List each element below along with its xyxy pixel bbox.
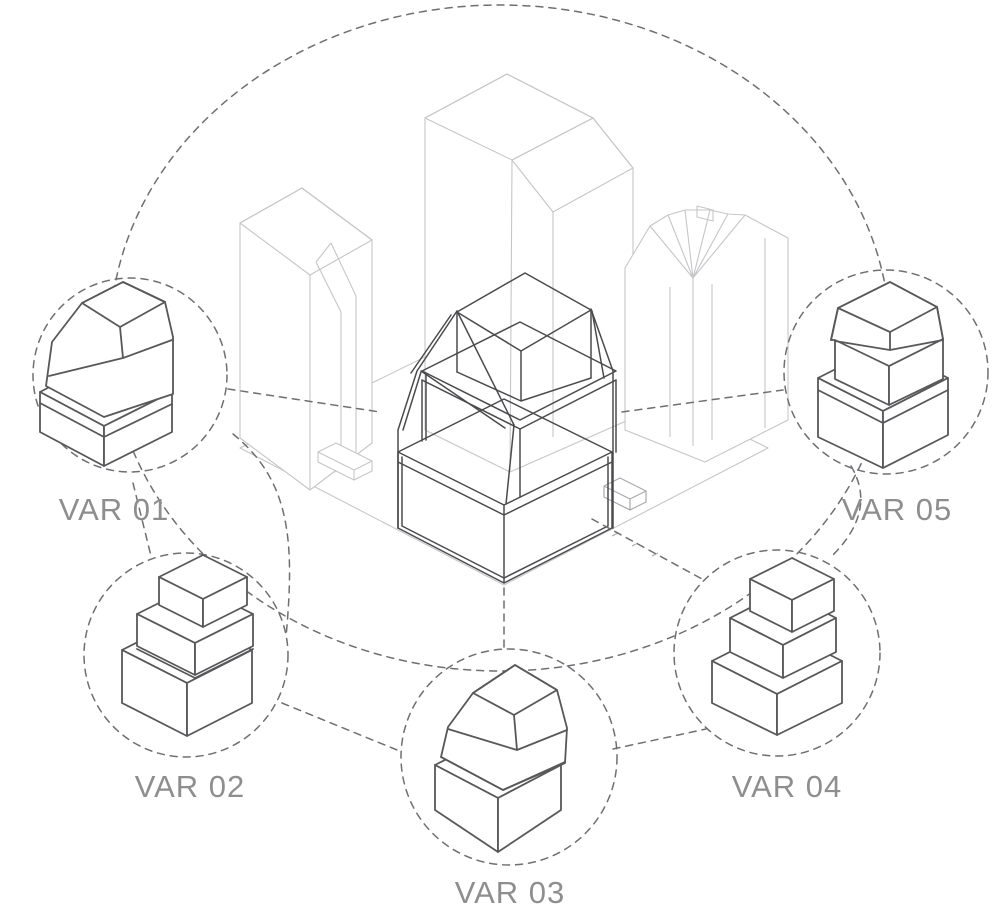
connector-center-var04 <box>591 518 703 580</box>
context-building-back-tower <box>424 73 634 473</box>
variant-labels: VAR 01 VAR 02 VAR 03 VAR 04 VAR 05 <box>59 492 953 910</box>
connector-var03-var04 <box>612 728 707 750</box>
connector-var01-var02 <box>132 482 152 557</box>
connector-center-var01 <box>227 388 381 413</box>
var-05-label: VAR 05 <box>842 492 953 527</box>
var-04-circle <box>673 549 881 757</box>
variant-02-massing <box>121 554 254 737</box>
variant-01-massing <box>39 281 174 467</box>
connector-center-var02 <box>232 433 291 638</box>
var-02-circle <box>83 552 289 758</box>
variant-05-massing <box>817 281 949 469</box>
var-03-label: VAR 03 <box>455 875 566 910</box>
var-01-circle <box>32 277 228 473</box>
var-04-label: VAR 04 <box>732 769 843 804</box>
var-02-label: VAR 02 <box>135 769 246 804</box>
context-building-left-slab <box>239 187 373 491</box>
paving-ticks <box>611 532 659 557</box>
context-building-right-fan-roof <box>624 205 789 463</box>
var-03-circle <box>400 648 618 866</box>
connector-center-var05 <box>621 389 784 413</box>
var-01-label: VAR 01 <box>59 492 170 527</box>
left-slab-plinth <box>317 442 373 481</box>
variant-04-massing <box>711 557 843 736</box>
sidewalk-strip-right <box>603 477 647 511</box>
central-composite-building <box>397 272 617 584</box>
var-05-circle <box>783 269 989 475</box>
connector-var02-var03 <box>281 702 403 753</box>
variant-03-massing <box>434 664 568 853</box>
